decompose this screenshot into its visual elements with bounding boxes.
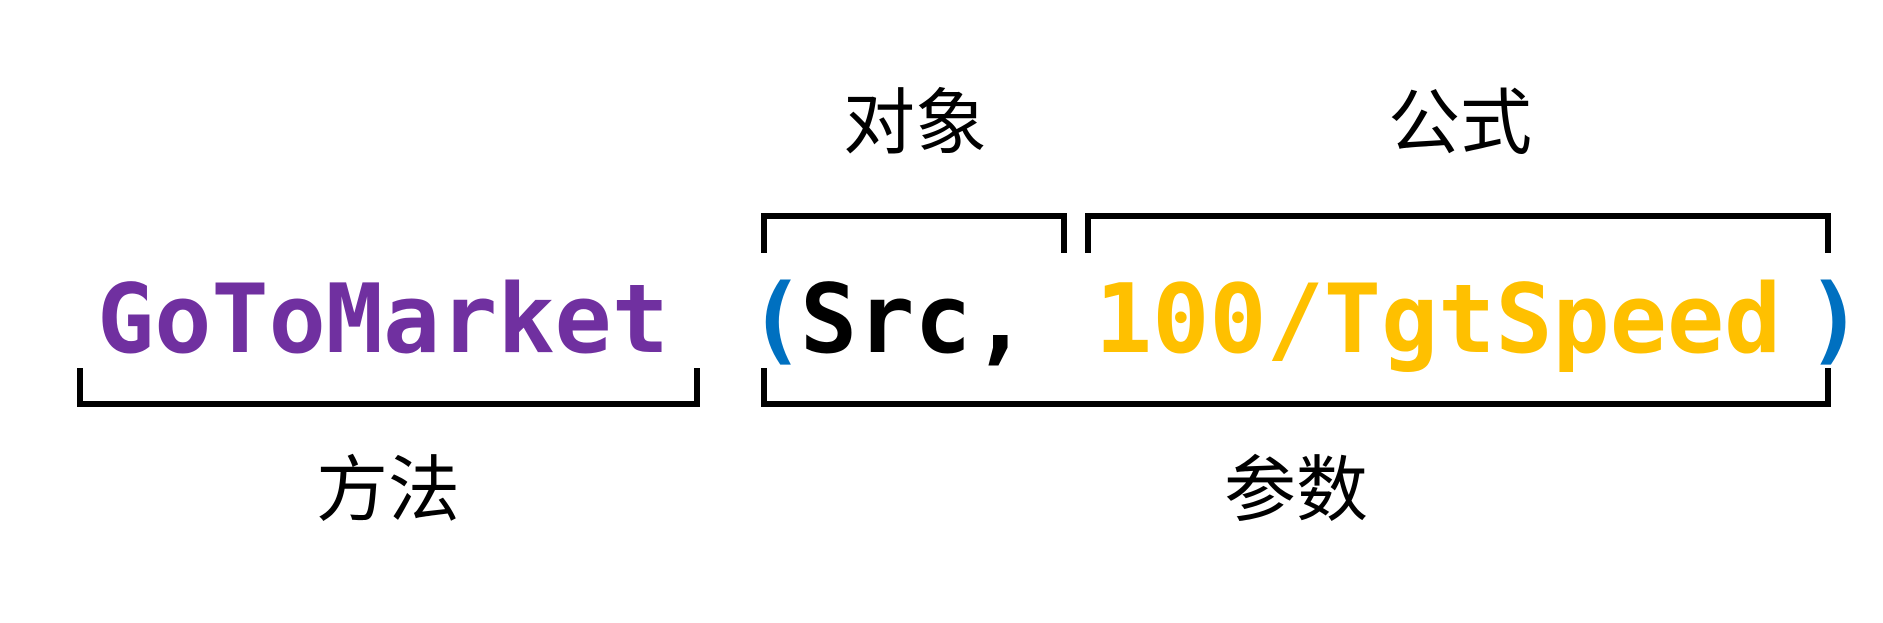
formula-label: 公式: [1388, 81, 1532, 165]
method-name: GoToMarket: [97, 265, 669, 375]
open-paren: (: [748, 265, 805, 375]
close-paren: ): [1806, 265, 1863, 375]
object-label: 对象: [843, 81, 987, 165]
object-top-bracket: [761, 213, 1067, 253]
parameters-label: 参数: [1224, 448, 1368, 532]
parameters-bottom-bracket: [761, 368, 1831, 407]
method-bottom-bracket: [77, 368, 700, 407]
method-label: 方法: [316, 448, 460, 532]
formula-argument: 100/TgtSpeed: [1095, 265, 1781, 375]
formula-top-bracket: [1085, 213, 1831, 253]
object-argument: Src,: [800, 265, 1029, 375]
